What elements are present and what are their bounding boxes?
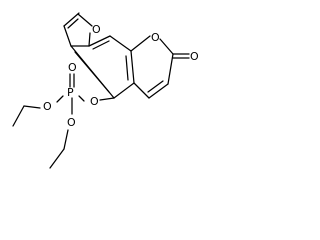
atom-furan-o: O xyxy=(92,23,101,36)
bond-c2-c3-inner xyxy=(67,18,79,29)
bond-o-upper-ethyl xyxy=(23,105,41,109)
bond-c8a-o1 xyxy=(130,35,151,52)
bond-upper-ethyl-ch3 xyxy=(12,105,25,127)
bond-c8a-c4a xyxy=(130,50,135,84)
bond-c2-c3p xyxy=(167,53,174,85)
bond-p-o-upper xyxy=(56,95,64,103)
bond-c3-c3a xyxy=(63,25,72,47)
bond-c4-o xyxy=(99,97,115,101)
atom-ester-o-upper: O xyxy=(43,100,52,113)
atom-ester-o-lower: O xyxy=(67,116,76,129)
bond-c4p-c4a xyxy=(133,82,150,99)
bond-furan-o-c7a xyxy=(88,32,91,47)
chemical-structure-diagram: O O O O P O O O xyxy=(12,12,199,169)
bond-c4-c3a-inner xyxy=(74,51,110,93)
bond-c8-c8a xyxy=(109,35,132,52)
bond-c8a-c4a-inner xyxy=(125,55,129,81)
bond-c3p-c4p xyxy=(148,83,169,99)
atom-ester-o-link: O xyxy=(90,95,99,108)
bond-c7a-c8-inner xyxy=(92,40,110,50)
bonds xyxy=(12,12,190,169)
atom-labels: O O O O P O O O xyxy=(43,23,199,129)
atom-phosphorus: P xyxy=(67,86,74,99)
atom-carbonyl-o: O xyxy=(190,50,199,63)
bond-furan-o-c2 xyxy=(77,13,93,27)
bond-o1-c2 xyxy=(159,38,174,55)
bond-c2-c3 xyxy=(63,12,80,27)
atom-lactone-o: O xyxy=(151,31,160,44)
bond-c7a-c8 xyxy=(88,35,111,47)
bond-o-lower-ethyl xyxy=(63,129,69,150)
bond-o-p xyxy=(78,95,85,102)
atom-phosphoryl-o: O xyxy=(68,61,77,74)
bond-c4a-c4 xyxy=(113,82,135,99)
bond-c3p-c4p-inner xyxy=(147,80,164,93)
bond-lower-ethyl-ch3 xyxy=(49,148,65,169)
